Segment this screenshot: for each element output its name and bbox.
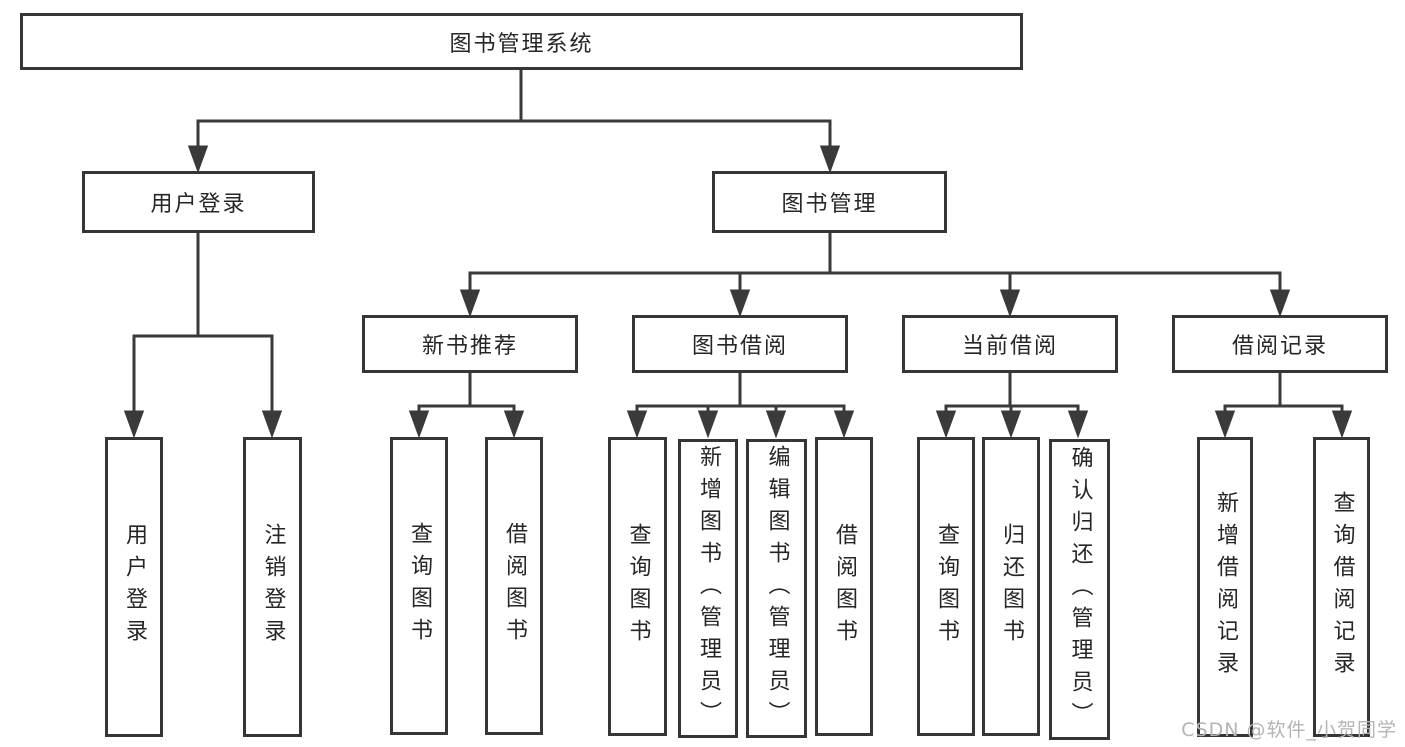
leaf-user-login: 用户登录 — [105, 437, 163, 737]
node-user-login: 用户登录 — [82, 171, 315, 233]
node-label: 新增图书（管理员） — [696, 444, 721, 733]
leaf-logout-login: 注销登录 — [243, 437, 302, 737]
node-label: 用户登录 — [122, 523, 147, 651]
node-label: 注销登录 — [260, 523, 286, 651]
leaf-edit-book-admin: 编辑图书（管理员） — [746, 439, 807, 738]
edge-group-root — [187, 70, 841, 174]
node-label: 归还图书 — [999, 522, 1024, 651]
node-label: 图书借阅 — [691, 334, 788, 359]
node-label: 查询图书 — [625, 522, 651, 651]
leaf-query-books-current: 查询图书 — [917, 437, 975, 736]
leaf-query-books-borrowing: 查询图书 — [608, 437, 667, 736]
leaf-borrow-books-recommend: 借阅图书 — [485, 437, 543, 735]
node-label: 查询图书 — [407, 522, 432, 650]
leaf-return-books: 归还图书 — [982, 437, 1040, 736]
node-borrowing-records: 借阅记录 — [1172, 315, 1388, 373]
leaf-add-borrowing-record: 新增借阅记录 — [1197, 437, 1253, 737]
leaf-borrow-books-borrowing: 借阅图书 — [815, 437, 873, 736]
node-label: 查询图书 — [934, 522, 959, 651]
leaf-confirm-return-admin: 确认归还（管理员） — [1049, 439, 1110, 740]
node-label: 借阅图书 — [502, 522, 527, 650]
node-label: 确认归还（管理员） — [1067, 445, 1093, 734]
leaf-query-books-recommend: 查询图书 — [390, 437, 448, 735]
node-label: 查询借阅记录 — [1329, 491, 1355, 683]
node-label: 图书管理 — [781, 192, 878, 217]
csdn-watermark: CSDN @软件_小贺同学 — [1181, 719, 1397, 741]
edge-group-user-login — [123, 233, 283, 439]
node-book-management: 图书管理 — [712, 171, 947, 233]
node-label: 借阅记录 — [1231, 334, 1328, 359]
edge-group-borrowing-records — [1214, 373, 1353, 439]
node-label: 图书管理系统 — [449, 31, 594, 57]
node-library-management-system: 图书管理系统 — [20, 13, 1023, 70]
leaf-add-book-admin: 新增图书（管理员） — [678, 439, 738, 738]
node-new-book-recommendation: 新书推荐 — [362, 315, 578, 373]
node-label: 新增借阅记录 — [1213, 491, 1238, 683]
node-label: 借阅图书 — [832, 522, 857, 651]
leaf-query-borrowing-record: 查询借阅记录 — [1313, 437, 1370, 737]
node-current-borrowing: 当前借阅 — [902, 315, 1118, 373]
edge-group-current-borrowing — [935, 373, 1089, 439]
node-label: 用户登录 — [150, 192, 247, 217]
edge-group-new-book-recommendation — [408, 373, 525, 439]
edge-group-book-borrowing — [626, 373, 855, 439]
edge-group-book-management — [459, 233, 1291, 318]
node-book-borrowing: 图书借阅 — [632, 315, 848, 373]
node-label: 编辑图书（管理员） — [764, 444, 790, 733]
node-label: 当前借阅 — [961, 334, 1058, 359]
node-label: 新书推荐 — [421, 334, 518, 359]
